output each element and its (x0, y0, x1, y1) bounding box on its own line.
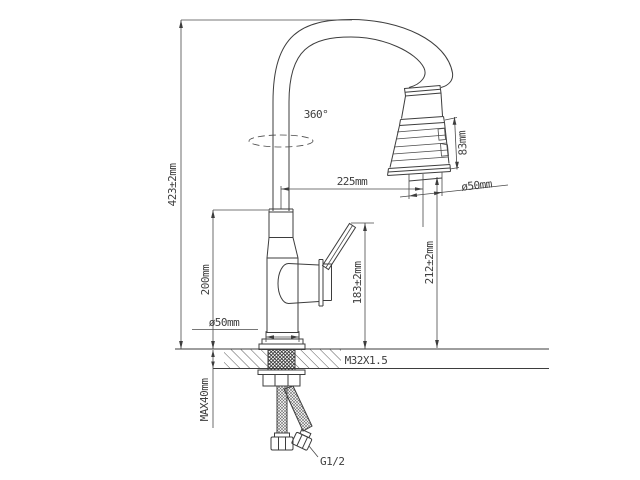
faucet-handle-lever (321, 222, 357, 271)
base-diameter-label: ø50mm (209, 316, 240, 329)
mounting-shank (268, 349, 295, 370)
overall-height-label: 423±2mm (166, 163, 179, 207)
spray-head-length-label: 83mm (455, 130, 469, 156)
spray-mode-button (440, 143, 449, 157)
hose-nut-left (270, 432, 294, 451)
swivel-angle-label: 360° (304, 108, 329, 121)
mounting-nut (262, 374, 301, 387)
dimension-lines (179, 19, 509, 458)
handle-height-label: 183±2mm (351, 261, 364, 305)
max-counter-thickness-label: MAX40mm (198, 378, 211, 422)
spray-mode-button (437, 127, 446, 141)
swivel-dashed-ellipse (248, 134, 314, 148)
spout-reach-label: 225mm (337, 175, 368, 188)
hose-thread-label: G1/2 (320, 455, 345, 468)
mounting-thread-label: M32X1.5 (345, 354, 388, 367)
pulldown-spray-head (387, 84, 451, 199)
faucet-body (258, 208, 332, 350)
countertop-section (175, 348, 549, 370)
outlet-height-label: 212±2mm (423, 241, 436, 285)
hose-nut-right (291, 428, 313, 451)
supply-hoses (270, 385, 313, 451)
spray-head-diameter-label: ø50mm (461, 177, 494, 193)
dimension-labels: 423±2mm 360° 225mm 83mm ø50mm 212±2mm 18… (166, 108, 493, 468)
spout-gooseneck (248, 18, 454, 211)
supply-hose-angled (283, 385, 313, 432)
body-height-label: 200mm (199, 264, 212, 295)
under-counter-mounting (257, 369, 306, 387)
mounting-washer (257, 369, 306, 375)
